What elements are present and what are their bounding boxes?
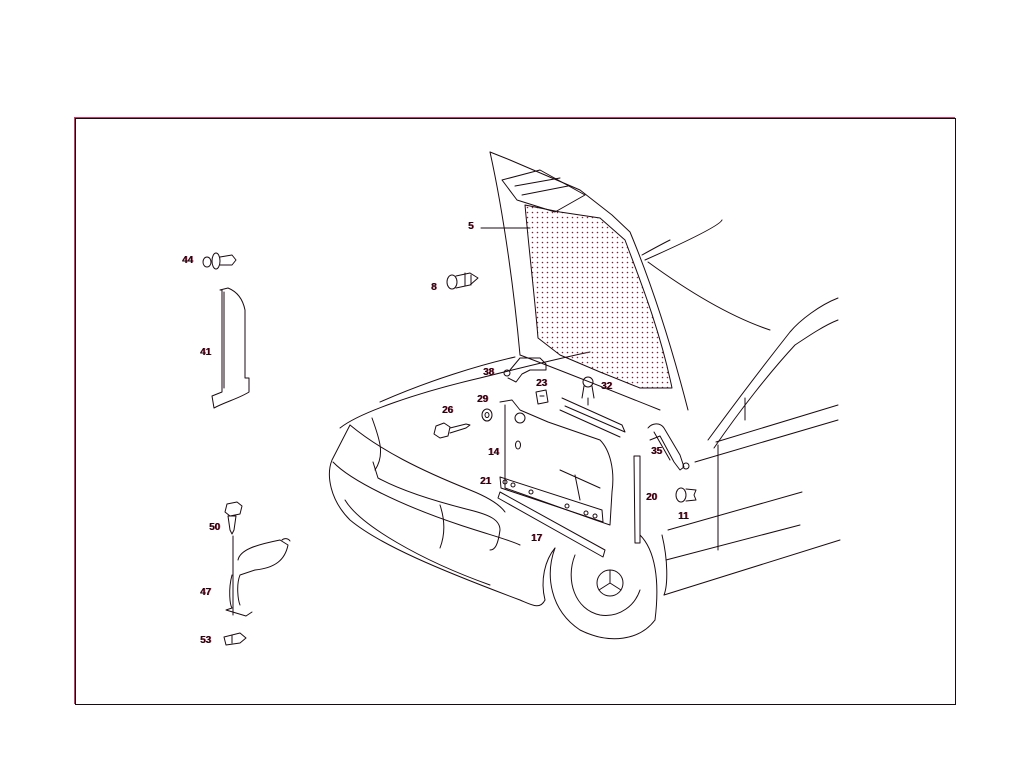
part-label-50[interactable]: 50 [209, 522, 221, 533]
part-label-8[interactable]: 8 [431, 282, 437, 293]
diagram-frame [75, 118, 956, 705]
seal-strip-icon [559, 397, 626, 438]
clip-8-icon [446, 272, 479, 290]
rail-21-icon [499, 476, 604, 523]
bracket-47-icon [225, 538, 291, 617]
wheel-icon [549, 534, 668, 640]
strip-20-icon [633, 455, 641, 544]
strip-17-icon [497, 491, 606, 558]
part-label-35[interactable]: 35 [651, 446, 663, 457]
part-label-29[interactable]: 29 [477, 394, 489, 405]
washer-29-icon [481, 408, 493, 422]
part-label-53[interactable]: 53 [200, 635, 212, 646]
panel-14-icon [499, 399, 614, 526]
part-label-41[interactable]: 41 [200, 347, 212, 358]
trim-panel-41-icon [211, 287, 250, 409]
nut-53-icon [223, 632, 247, 646]
part-label-38[interactable]: 38 [483, 367, 495, 378]
car-front-body-icon [329, 351, 591, 607]
part-label-17[interactable]: 17 [531, 533, 543, 544]
part-label-32[interactable]: 32 [601, 381, 613, 392]
screw-26-icon [433, 422, 471, 439]
car-side-body-icon [641, 219, 841, 596]
part-label-5[interactable]: 5 [468, 221, 474, 232]
part-label-47[interactable]: 47 [200, 587, 212, 598]
hood-icon [489, 151, 689, 411]
plug-11-icon [675, 487, 697, 503]
part-label-14[interactable]: 14 [488, 447, 500, 458]
clip-23-icon [535, 389, 549, 405]
push-clip-44-icon [202, 252, 237, 270]
part-label-26[interactable]: 26 [442, 405, 454, 416]
part-label-21[interactable]: 21 [480, 476, 492, 487]
clip-32-icon [581, 376, 595, 406]
hood-insulation-mat-icon [524, 204, 673, 389]
hinge-38-icon [503, 357, 547, 383]
part-label-11[interactable]: 11 [678, 511, 689, 522]
holder-35-icon [647, 423, 690, 471]
part-label-44[interactable]: 44 [182, 255, 194, 266]
part-label-23[interactable]: 23 [536, 378, 548, 389]
bolt-50-icon [224, 501, 243, 616]
part-label-20[interactable]: 20 [646, 492, 658, 503]
